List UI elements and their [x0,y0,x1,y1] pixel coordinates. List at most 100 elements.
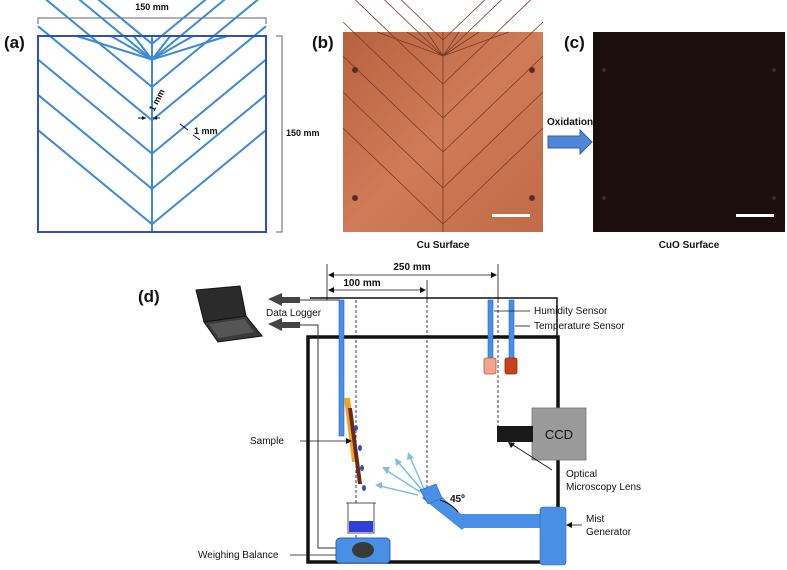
mist-generator-label-1: Mist [586,514,605,525]
dim-250-label: 250 mm [393,262,430,273]
screw-hole [352,195,358,201]
panel-d-label: (d) [138,287,160,306]
mist-generator [539,506,567,566]
height-label: 150 mm [286,128,320,138]
vein-line [376,31,444,57]
dim-arrowhead [420,287,426,293]
mist-generator-label-2: Generator [586,527,632,538]
humidity-sensor [483,299,497,375]
laptop-icon [195,285,263,343]
logger-arrow-bottom [268,318,300,331]
marker-arrowhead [153,116,157,120]
scale-bar [492,214,530,217]
panel-a: (a) 150 mm 150 mm 1 mm 1 mm [4,0,320,233]
vein-line [442,31,480,57]
vein-line [151,0,259,88]
vein-line [132,35,153,61]
droplet [362,485,366,491]
temperature-sensor [504,299,518,375]
vein-line [151,35,172,61]
oxidation-label: Oxidation [547,117,593,128]
ccd-camera [531,407,587,461]
panel-a-frame [37,35,267,233]
vein-line [110,35,153,61]
vein-line [342,127,444,225]
vein-line [37,25,153,122]
sample-rod [338,299,345,437]
dim-arrowhead [328,287,334,293]
vein-line [442,91,544,189]
vein-line [76,35,153,61]
droplet [360,465,364,471]
optical-lens-label-1: Optical [566,469,597,480]
ccd-label: CCD [545,427,573,442]
scale-bar [736,214,774,217]
angle-label: 45º [450,494,465,505]
vein-line [342,91,444,189]
vein-line [37,129,153,225]
height-brace [276,35,283,233]
panel-b-label: (b) [312,33,334,52]
vein-line [342,21,444,119]
droplet [354,425,358,431]
vein-line [151,58,267,155]
vein-line [384,0,444,57]
vein-line [442,31,510,57]
vein-line [354,0,444,85]
dim-100-label: 100 mm [343,278,380,289]
angle-arc [439,499,459,513]
vein-line [442,31,460,57]
screw-hole [772,68,776,72]
vein-line [426,31,444,57]
vein-line [400,0,444,41]
oxidation-arrow-shape [547,128,593,156]
weighing-balance-label: Weighing Balance [198,550,279,561]
temperature-sensor-label: Temperature Sensor [534,321,625,332]
vein-line [342,55,444,153]
vein-line [151,35,228,61]
vein-line [45,0,153,88]
logger-arrow-top [268,293,300,306]
marker-arrowhead [142,116,146,120]
vein-line [406,31,444,57]
screw-hole [352,67,358,73]
vein-line [151,94,267,190]
dim-arrowhead [328,272,334,278]
cu-surface-caption: Cu Surface [417,240,470,251]
screw-hole [772,196,776,200]
optical-lens-label-2: Microscopy Lens [566,482,641,493]
vein-line [151,25,267,122]
optical-lens [497,426,533,442]
screw-hole [602,196,606,200]
vein-line [37,58,153,155]
width-brace [37,17,267,24]
sample-plate [348,408,362,484]
screw-hole [529,67,535,73]
oxidation-arrow: Oxidation [547,117,593,156]
channel-width-marker-2 [179,123,201,141]
vein-line [442,127,544,225]
mist-spray [375,452,425,496]
vein-line [151,129,267,225]
panel-c-label: (c) [564,33,585,52]
leader-arrowhead [346,438,352,444]
vein-line [37,94,153,190]
weighing-balance [335,537,391,564]
dim-arrowhead [491,272,497,278]
vein-line [442,21,544,119]
lens-leader [509,442,553,471]
balance-cable [308,324,340,549]
humidity-sensor-label: Humidity Sensor [534,306,608,317]
data-logger-label: Data Logger [266,308,322,319]
beaker [346,502,376,534]
leader-arrowhead [508,442,515,448]
width-label: 150 mm [135,2,169,12]
vein-line [97,0,153,45]
vein-line [442,0,502,57]
vein-line [442,55,544,153]
vein-line [151,0,226,61]
droplet [358,445,362,451]
screw-hole [602,68,606,72]
leader-arrowhead [566,522,572,528]
